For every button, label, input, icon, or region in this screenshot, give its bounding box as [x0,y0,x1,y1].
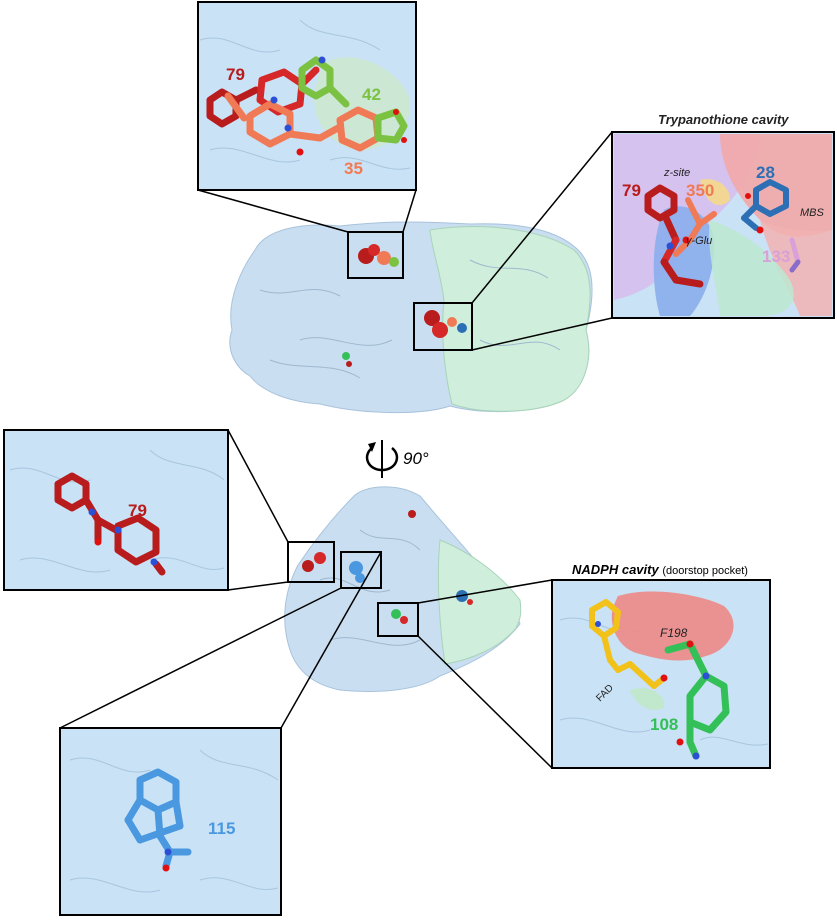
rotation-icon [365,440,399,478]
ligand-35-structure [224,92,382,152]
site-blob-top [358,244,399,267]
connector-lines [59,131,613,769]
trypanothione-title: Trypanothione cavity [658,112,789,127]
protein-surface-bottom [284,486,522,692]
label-79-top: 79 [226,65,245,84]
region-zsite: z-site [663,167,690,179]
region-mbs: MBS [800,207,825,219]
region-gglu: γ-Glu [686,235,712,247]
site-blob-115 [349,561,365,583]
ligand-42-structure [298,56,408,144]
panel-nadph [551,579,771,769]
panel-left-79 [3,429,229,591]
marker-box-79 [287,541,335,583]
panel-top-ligands [197,1,417,191]
rotation-label: 90° [403,449,429,468]
label-108-nadph: 108 [650,715,678,734]
marker-box-108 [377,602,419,637]
label-133-trypanothione: 133 [762,247,790,266]
marker-box-trypanothione [413,302,473,351]
site-blob-79-bottom [302,552,326,572]
ligand-133-trypanothione [789,237,801,273]
label-42-top: 42 [362,85,381,104]
marker-box-top [347,231,404,279]
label-35-top: 35 [344,159,363,178]
nadph-title-main: NADPH cavity [572,562,659,577]
fad-structure [589,599,667,689]
label-350-trypanothione: 350 [686,181,714,200]
protein-surface-top [229,221,593,414]
ligand-108-nadph [664,640,730,760]
site-blob-trypanothione [424,310,467,338]
site-blob-small [342,352,352,367]
nadph-title: NADPH cavity (doorstop pocket) [572,562,748,577]
panel-bottom-115 [59,727,282,916]
panel-trypanothione [611,131,835,319]
ligand-79-trypanothione [644,184,704,288]
region-f198: F198 [660,626,688,640]
ligand-79-left [54,472,166,576]
label-79-trypanothione: 79 [622,181,641,200]
label-115-bottom: 115 [208,819,235,838]
ligand-79-structure [206,66,320,128]
ligand-28-trypanothione [741,179,789,231]
label-79-left: 79 [128,501,147,520]
label-28-trypanothione: 28 [756,163,775,182]
site-blob-108 [391,609,408,624]
nadph-subtitle: (doorstop pocket) [662,565,748,577]
